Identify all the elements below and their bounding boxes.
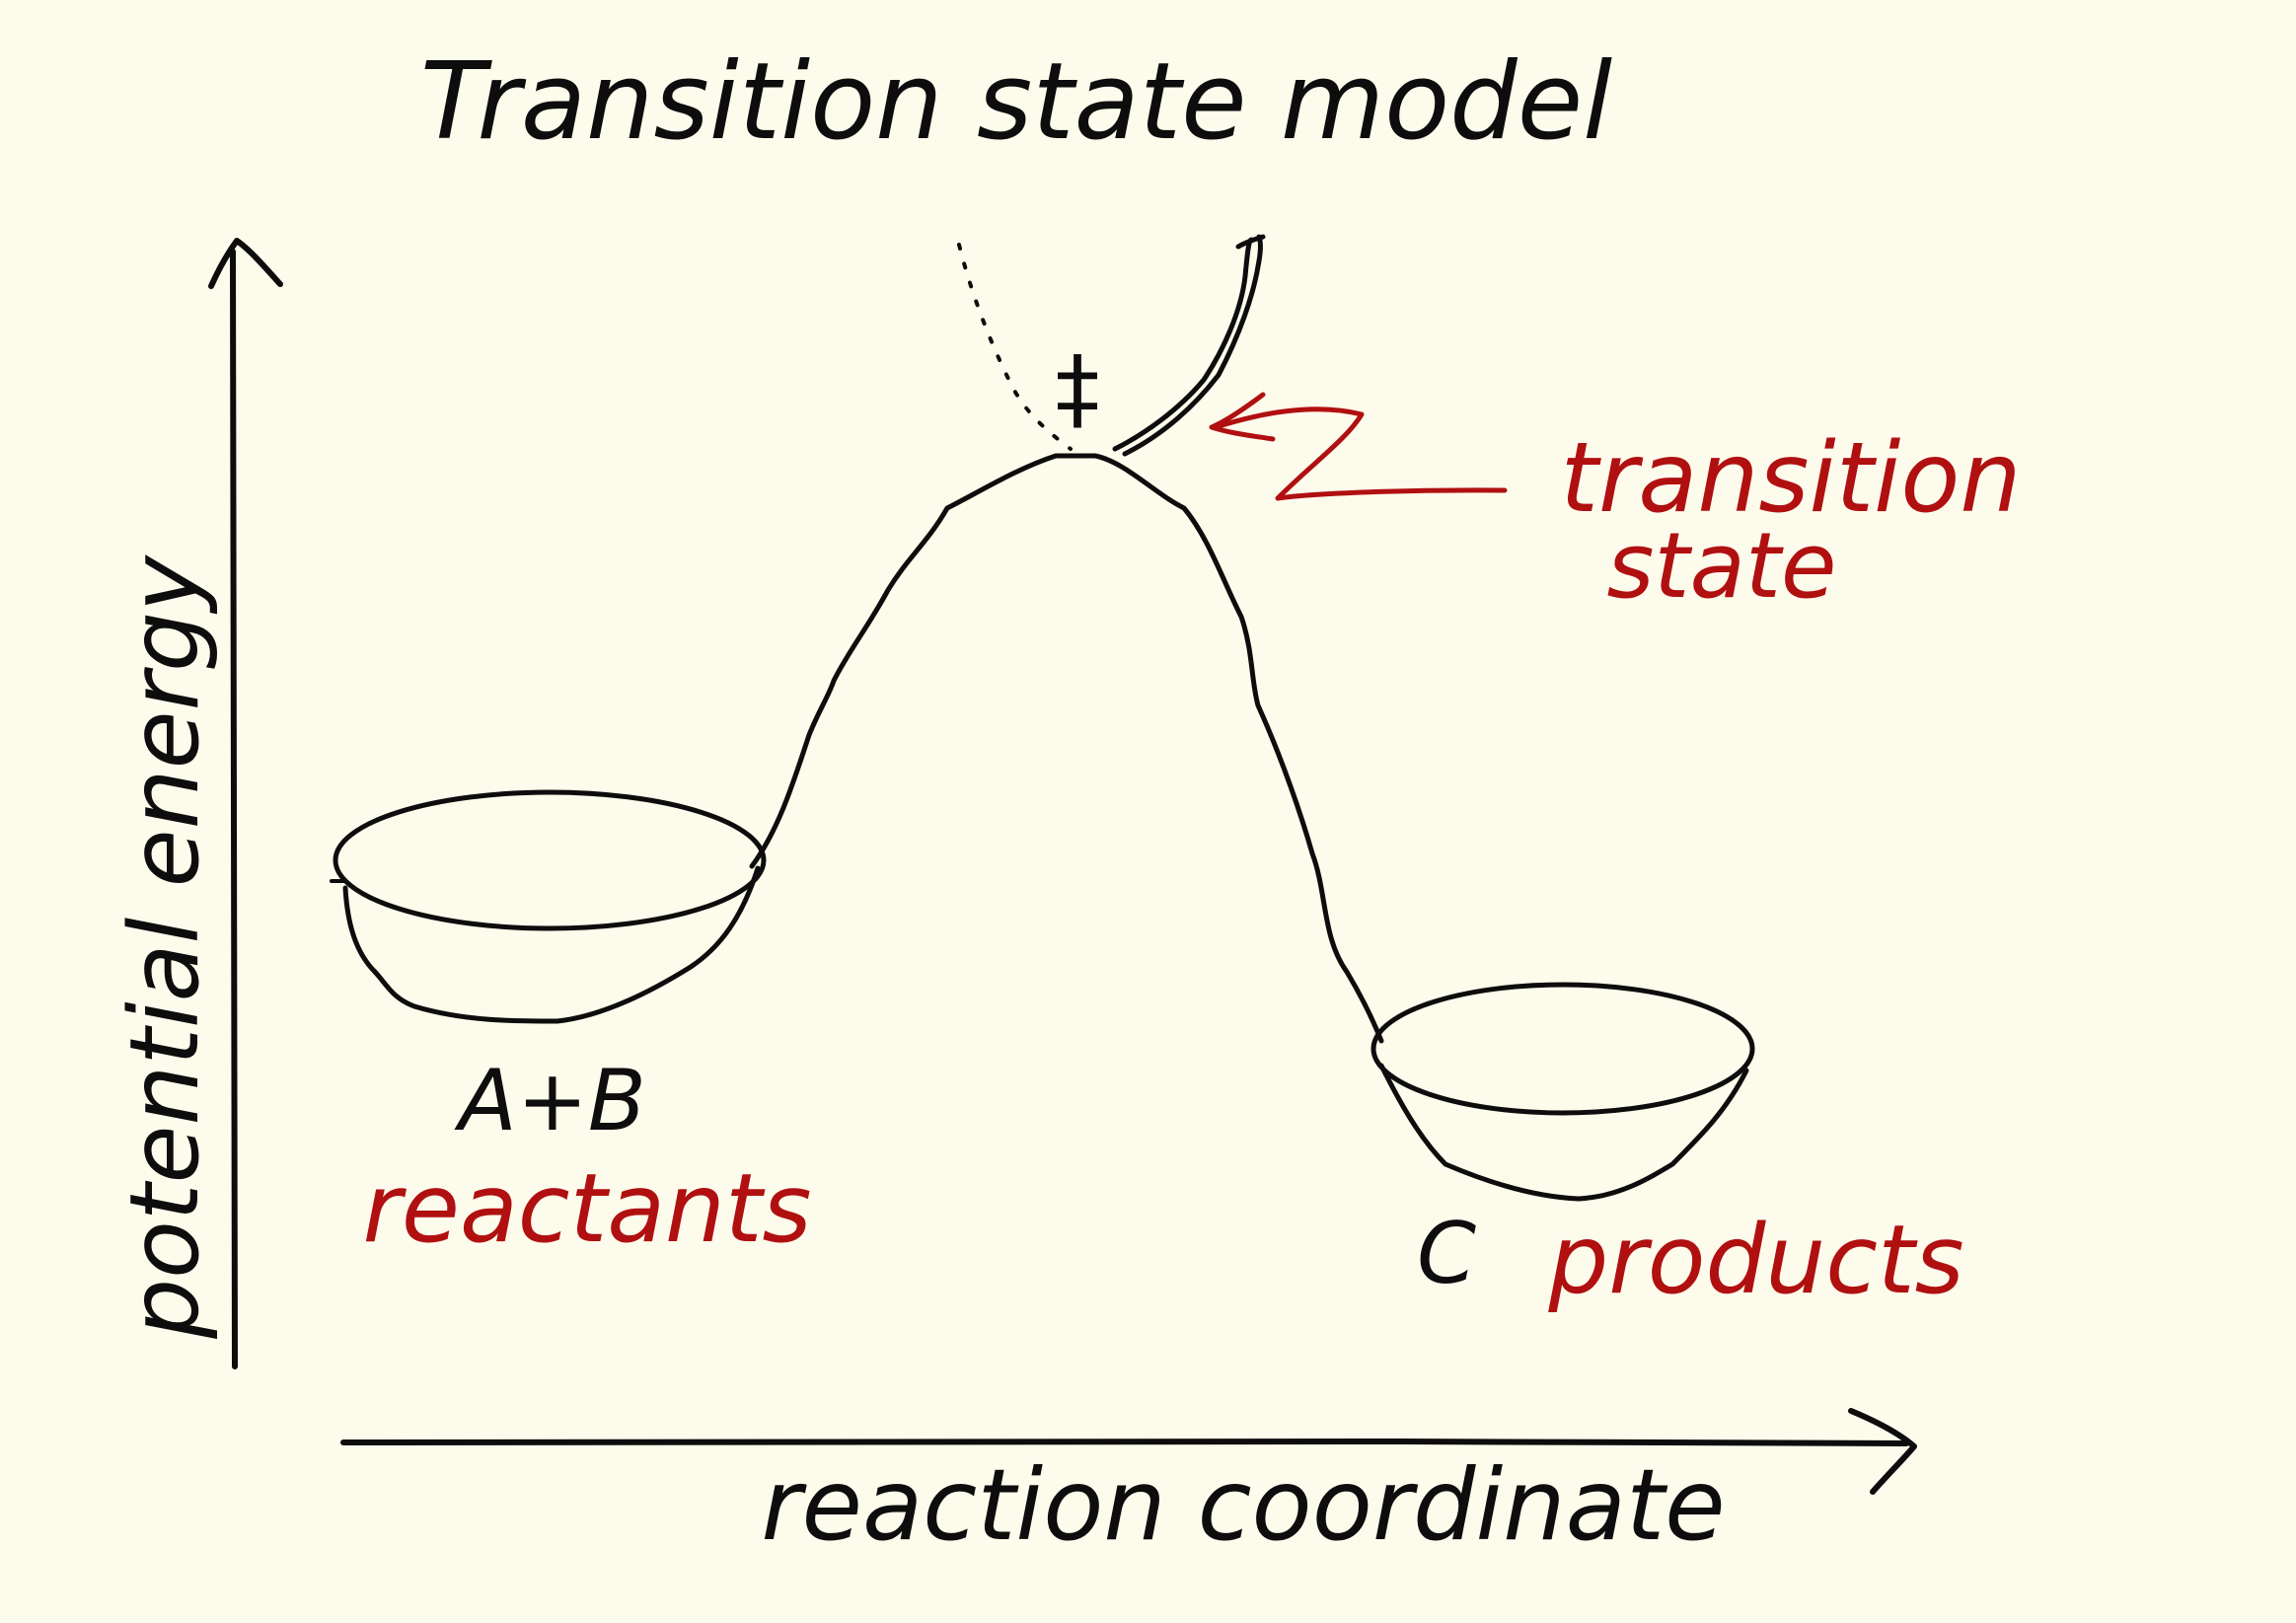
dotted-trajectory — [957, 243, 1073, 451]
diagram-title: Transition state model — [420, 40, 1612, 164]
y-axis-label: potential energy — [110, 554, 220, 1340]
reactant-well — [330, 789, 767, 1024]
exit-trajectory — [1112, 234, 1266, 457]
products-label: products — [1547, 1205, 1963, 1315]
transition-state-label-line2: state — [1606, 513, 1836, 619]
y-axis — [208, 238, 283, 1369]
transition-state-arrow — [1209, 392, 1508, 501]
reactants-label: reactants — [362, 1153, 811, 1264]
product-well — [1370, 982, 1755, 1202]
transition-state-label-line1: transition — [1561, 422, 2022, 535]
energy-curve — [749, 453, 1384, 1044]
transition-marker: ‡ — [1056, 337, 1100, 441]
product-species-label: C — [1417, 1205, 1476, 1303]
reactant-species-label: A+B — [454, 1052, 646, 1150]
x-axis-label: reaction coordinate — [761, 1447, 1725, 1563]
x-axis — [340, 1408, 1917, 1495]
